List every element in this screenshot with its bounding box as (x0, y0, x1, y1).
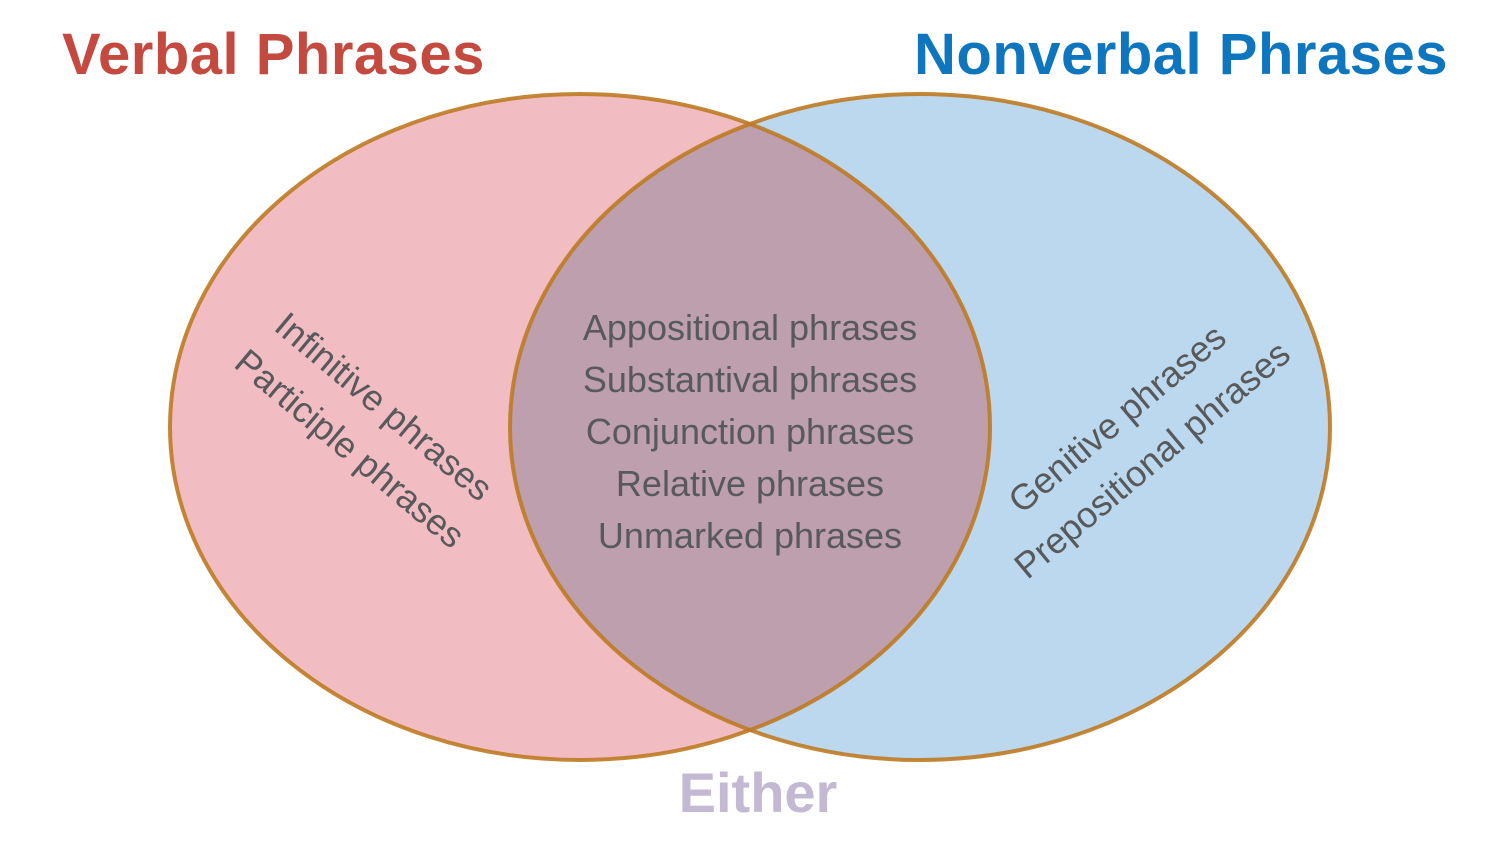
overlap-item-label-2: Substantival phrases (583, 359, 917, 400)
right-title: Nonverbal Phrases (914, 22, 1448, 87)
right-circle-outline (508, 92, 1332, 762)
left-circle-outline (168, 92, 992, 762)
overlap-item-label-4: Relative phrases (616, 463, 884, 504)
overlap-region-fill (510, 124, 990, 730)
left-title: Verbal Phrases (62, 22, 485, 87)
overlap-item-label-1: Appositional phrases (583, 307, 917, 348)
overlap-item-label-5: Unmarked phrases (598, 515, 902, 556)
either-label: Either (679, 761, 838, 824)
overlap-item-label-3: Conjunction phrases (586, 411, 914, 452)
